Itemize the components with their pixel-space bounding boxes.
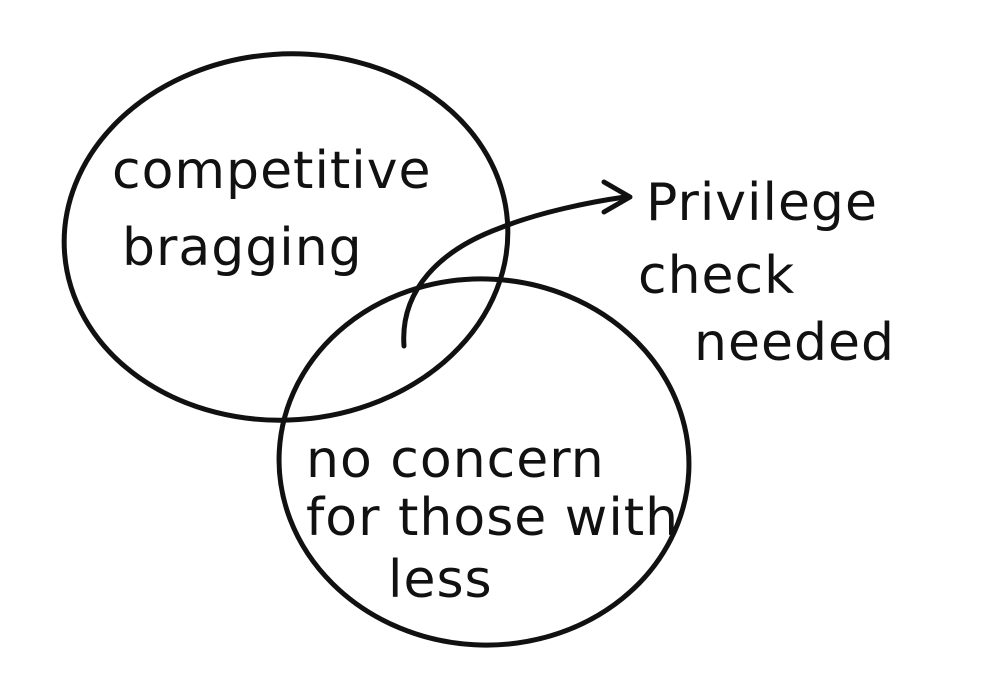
label-line: competitive: [112, 141, 432, 201]
curved-arrow-icon: [401, 179, 633, 349]
label-line: for those with: [306, 488, 679, 548]
intersection-label-privilege-check: Privilege check needed: [638, 173, 895, 373]
label-line: Privilege: [646, 173, 878, 233]
label-line: check: [638, 246, 795, 306]
label-line: bragging: [122, 218, 363, 278]
label-line: less: [388, 550, 493, 610]
circle-competitive-bragging: [61, 51, 511, 423]
circle-no-concern: [276, 276, 692, 648]
circle-label-no-concern: no concern for those with less: [306, 430, 697, 610]
arrow-shaft: [401, 194, 628, 349]
label-line: needed: [694, 313, 895, 373]
arrow-head: [601, 179, 633, 215]
circle-label-competitive-bragging: competitive bragging: [112, 141, 449, 278]
label-line: no concern: [306, 430, 605, 490]
